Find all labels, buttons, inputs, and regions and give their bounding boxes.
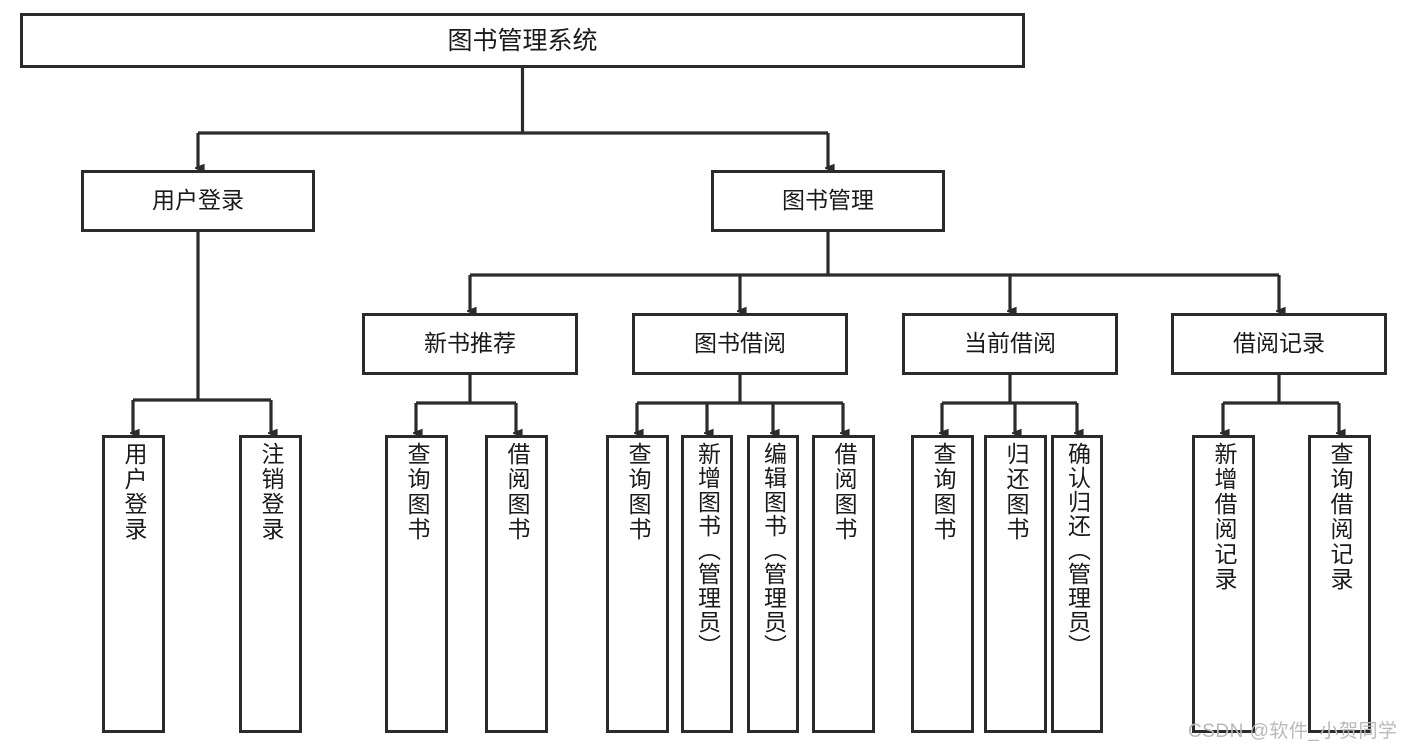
node-label: 借阅图书 (504, 442, 530, 542)
leaf-confirm-return[interactable]: 确认归还（管理员） (1051, 435, 1103, 733)
node-label: 当前借阅 (964, 330, 1056, 357)
leaf-query-record[interactable]: 查询借阅记录 (1308, 435, 1371, 733)
leaf-borrow-book-1[interactable]: 借阅图书 (485, 435, 548, 733)
node-label: 新增图书（管理员） (694, 442, 721, 658)
node-current-borrow[interactable]: 当前借阅 (902, 313, 1118, 375)
node-user-login[interactable]: 用户登录 (81, 170, 315, 232)
node-label: 归还图书 (1003, 442, 1029, 542)
node-book-manage[interactable]: 图书管理 (711, 170, 945, 232)
node-book-borrow[interactable]: 图书借阅 (632, 313, 848, 375)
node-label: 确认归还（管理员） (1064, 442, 1091, 658)
leaf-query-book-2[interactable]: 查询图书 (606, 435, 669, 733)
node-label: 图书借阅 (694, 330, 786, 357)
node-label: 查询图书 (625, 442, 651, 542)
leaf-logout[interactable]: 注销登录 (239, 435, 302, 733)
node-label: 借阅图书 (831, 442, 857, 542)
leaf-return-book[interactable]: 归还图书 (984, 435, 1047, 733)
node-label: 借阅记录 (1233, 330, 1325, 357)
leaf-query-book-3[interactable]: 查询图书 (911, 435, 974, 733)
node-label: 查询图书 (404, 442, 430, 542)
node-root[interactable]: 图书管理系统 (20, 13, 1025, 68)
node-label: 图书管理 (782, 187, 874, 214)
node-label: 查询图书 (930, 442, 956, 542)
node-label: 用户登录 (121, 442, 147, 542)
node-label: 新书推荐 (424, 330, 516, 357)
leaf-add-book[interactable]: 新增图书（管理员） (681, 435, 733, 733)
leaf-user-login[interactable]: 用户登录 (102, 435, 165, 733)
node-new-book-recommend[interactable]: 新书推荐 (362, 313, 578, 375)
node-label: 新增借阅记录 (1211, 442, 1237, 592)
leaf-borrow-book-2[interactable]: 借阅图书 (812, 435, 875, 733)
node-label: 注销登录 (258, 442, 284, 542)
node-label: 编辑图书（管理员） (760, 442, 787, 658)
node-borrow-record[interactable]: 借阅记录 (1171, 313, 1387, 375)
node-label: 用户登录 (152, 187, 244, 214)
leaf-edit-book[interactable]: 编辑图书（管理员） (747, 435, 799, 733)
node-label: 查询借阅记录 (1327, 442, 1353, 592)
csdn-watermark: CSDN @软件_小贺同学 (1188, 721, 1398, 742)
leaf-add-record[interactable]: 新增借阅记录 (1192, 435, 1255, 733)
node-label: 图书管理系统 (447, 26, 598, 55)
leaf-query-book-1[interactable]: 查询图书 (385, 435, 448, 733)
